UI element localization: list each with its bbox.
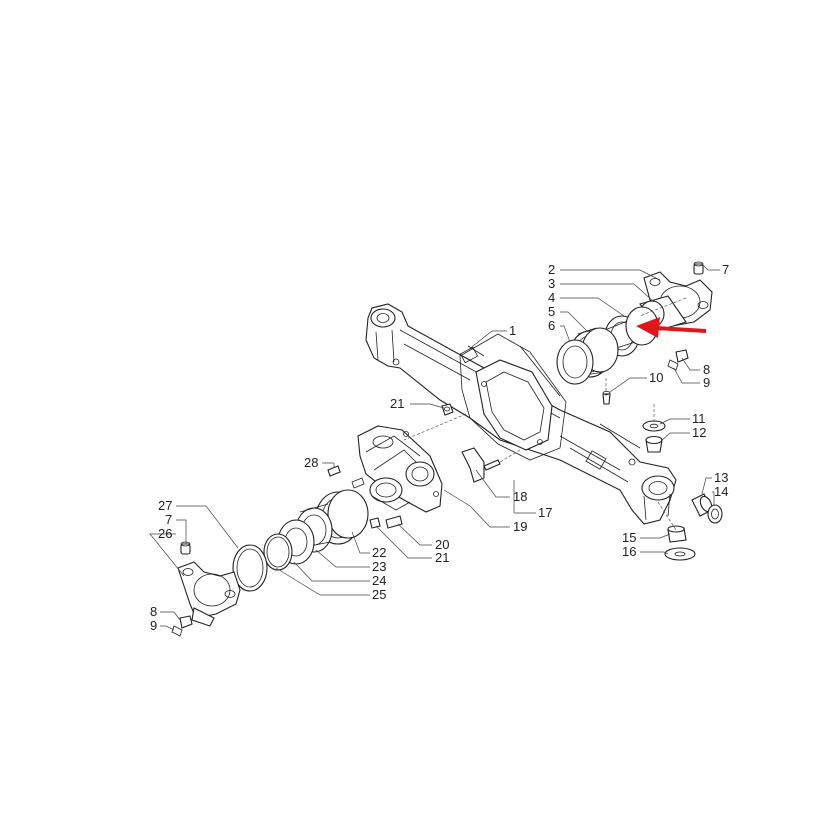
- callout-27: 27: [158, 498, 172, 513]
- dowel-20: [385, 515, 403, 529]
- nut-21-lower: [369, 517, 381, 529]
- callout-21-lower: 21: [435, 550, 449, 565]
- callout-8-lower: 8: [150, 604, 157, 619]
- bolt-17: [483, 459, 501, 471]
- seal-6: [556, 339, 594, 385]
- callout-21-upper: 21: [390, 396, 404, 411]
- pin-13: [691, 493, 713, 517]
- callout-6: 6: [548, 318, 555, 333]
- callout-25: 25: [372, 587, 386, 602]
- callout-15: 15: [622, 530, 636, 545]
- callout-11: 11: [692, 411, 706, 426]
- bolt-8-9-lower: [171, 615, 193, 637]
- cap-bolt-7-lower: [180, 541, 191, 555]
- bolt-28: [327, 465, 365, 489]
- cap-bolt-7: [693, 261, 704, 275]
- callout-4: 4: [548, 290, 555, 305]
- assembly-guides: [403, 297, 687, 531]
- oring-25: [263, 533, 293, 571]
- callout-14: 14: [714, 484, 728, 499]
- callout-12: 12: [692, 425, 706, 440]
- callout-2: 2: [548, 262, 555, 277]
- callout-7-lower: 7: [165, 512, 172, 527]
- flange-19: [369, 477, 411, 511]
- ring-27: [232, 544, 268, 592]
- lower-bearing-cap-26: [177, 561, 241, 627]
- callout-1: 1: [509, 323, 516, 338]
- callout-10: 10: [649, 370, 663, 385]
- callout-8-upper: 8: [703, 362, 710, 377]
- carrier-housing: [357, 425, 443, 513]
- callout-9-upper: 9: [703, 375, 710, 390]
- bolt-8-9-upper: [667, 349, 689, 371]
- callout-16: 16: [622, 544, 636, 559]
- callout-3: 3: [548, 276, 555, 291]
- nut-21-upper: [441, 403, 454, 416]
- washer-11: [642, 420, 666, 432]
- callout-19: 19: [513, 519, 527, 534]
- callout-17: 17: [538, 505, 552, 520]
- callout-28: 28: [304, 455, 318, 470]
- callout-18: 18: [513, 489, 527, 504]
- callout-26: 26: [158, 526, 172, 541]
- block-15: [667, 525, 687, 543]
- callout-13: 13: [714, 470, 728, 485]
- callout-24: 24: [372, 573, 386, 588]
- grease-nipple-10: [602, 390, 611, 405]
- red-arrow-indicator: [636, 317, 707, 338]
- washer-16: [664, 547, 696, 561]
- callout-22: 22: [372, 545, 386, 560]
- bush-12: [645, 435, 663, 453]
- callout-23: 23: [372, 559, 386, 574]
- leader-lines: [149, 263, 720, 631]
- callout-20: 20: [435, 537, 449, 552]
- callout-5: 5: [548, 304, 555, 319]
- callout-labels: 1 2 3 4 5 6 7 8 9 10 11 12 13 14 15 16 1…: [150, 262, 729, 633]
- callout-7-upper: 7: [722, 262, 729, 277]
- bush-14: [707, 504, 723, 524]
- callout-9-lower: 9: [150, 618, 157, 633]
